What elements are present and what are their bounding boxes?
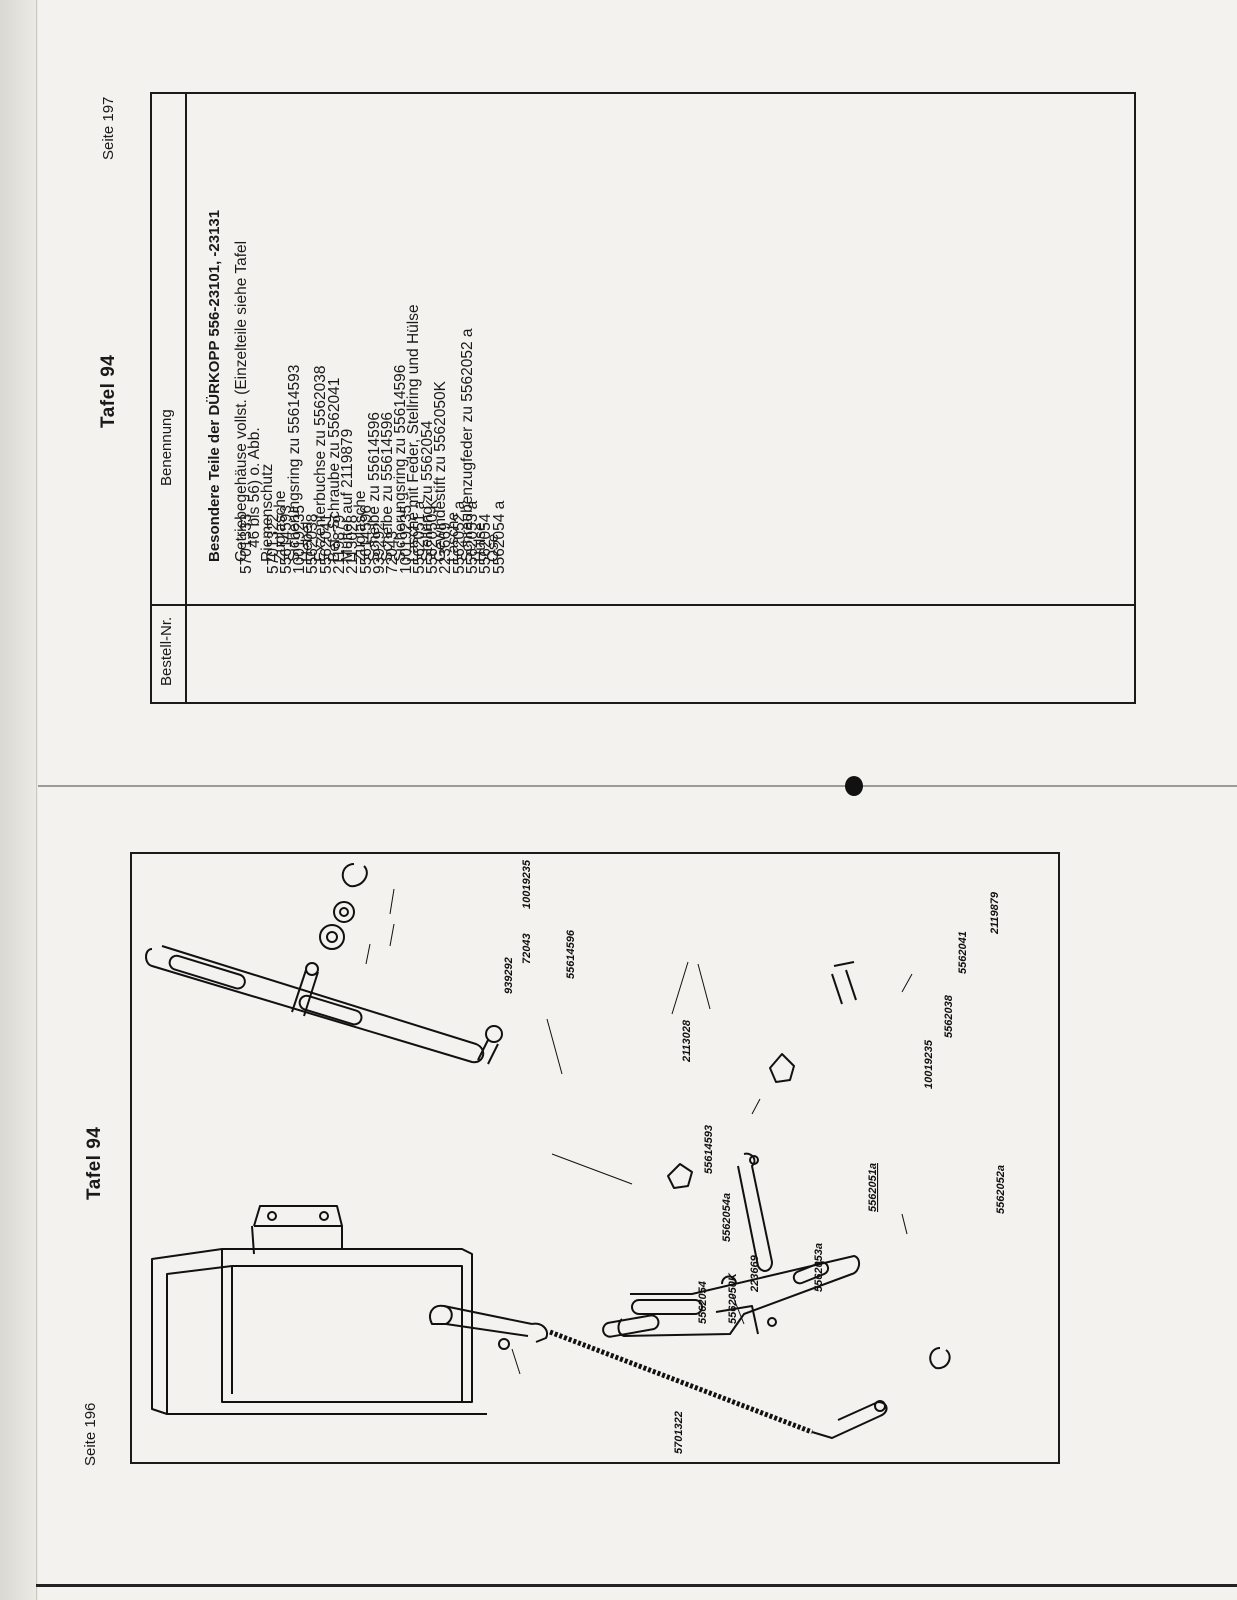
label-5562038: 5562038	[943, 994, 955, 1038]
table-header-rule	[185, 94, 187, 702]
part-name: Öse	[485, 533, 503, 562]
label-5562054a: 5562054a	[721, 1193, 733, 1242]
pull-plate-55614596	[145, 945, 503, 1065]
scan-edge-shading	[0, 0, 38, 1600]
label-5562051a: 5562051a	[867, 1163, 879, 1212]
label-2113028: 2113028	[681, 1019, 693, 1063]
label-10019235-upper: 10019235	[521, 859, 533, 909]
circlip-10019235	[341, 863, 368, 888]
page-fold-line	[38, 785, 1237, 787]
label-10019235-lower: 10019235	[923, 1039, 935, 1089]
plate-title-upper: Tafel 94	[98, 354, 119, 428]
label-5562054: 5562054	[697, 1281, 709, 1324]
table-column-rule	[152, 604, 1134, 606]
label-5701322: 5701322	[673, 1411, 685, 1454]
label-55614593: 55614593	[703, 1125, 715, 1174]
binding-hole-mark	[845, 776, 863, 796]
label-5562053a: 5562053a	[813, 1243, 825, 1292]
page-number-lower: Seite 196	[82, 1402, 99, 1466]
label-223669: 223669	[749, 1254, 761, 1293]
circlip-10019235-b	[929, 1347, 951, 1370]
screw-2119879	[831, 961, 857, 1005]
label-5562050K: 5562050K	[727, 1272, 739, 1324]
eccentric-bush-5562041	[769, 1053, 795, 1083]
part-name: Hülse	[471, 522, 489, 562]
column-header-number: Bestell-Nr.	[158, 616, 175, 686]
scan-bottom-edge	[36, 1584, 1237, 1587]
scan-left-edge	[36, 0, 37, 1600]
plate-title-lower: Tafel 94	[84, 1126, 105, 1200]
lever-5562038	[737, 1152, 773, 1272]
spring-assembly-5562051a	[429, 1304, 888, 1439]
label-2119879: 2119879	[989, 891, 1001, 935]
part-name: Gewindestift zu 5562050K	[432, 381, 450, 562]
page-number-upper: Seite 197	[100, 96, 117, 160]
parts-drawing-frame: 5701322 55614596 939292 72043 10019235 2…	[130, 852, 1060, 1464]
leader-lines	[365, 888, 913, 1375]
label-5562052a: 5562052a	[995, 1165, 1007, 1214]
nut-2113028	[667, 1163, 693, 1189]
part-name-column: Besondere Teile der DÜRKOPP 556-23101, -…	[206, 209, 503, 562]
label-72043: 72043	[521, 933, 533, 964]
label-939292: 939292	[503, 957, 515, 994]
label-5562041: 5562041	[957, 931, 969, 974]
table-heading: Besondere Teile der DÜRKOPP 556-23101, -…	[206, 209, 223, 562]
label-55614596: 55614596	[565, 929, 577, 979]
exploded-parts-drawing: 5701322 55614596 939292 72043 10019235 2…	[145, 859, 1007, 1454]
belt-guard-part	[151, 1205, 487, 1415]
pin-stud	[715, 1275, 759, 1335]
pull-plate-55614593	[602, 1255, 860, 1338]
washer-939292	[319, 924, 345, 950]
washer-72043	[333, 901, 355, 923]
parts-table: Bestell-Nr. Benennung 5701333 5701322 55…	[150, 92, 1136, 704]
column-header-name: Benennung	[158, 409, 175, 486]
part-name: Schraubenzugfeder zu 5562052 a	[458, 328, 476, 562]
part-name: Sicherungsring zu 55614593	[285, 364, 303, 562]
